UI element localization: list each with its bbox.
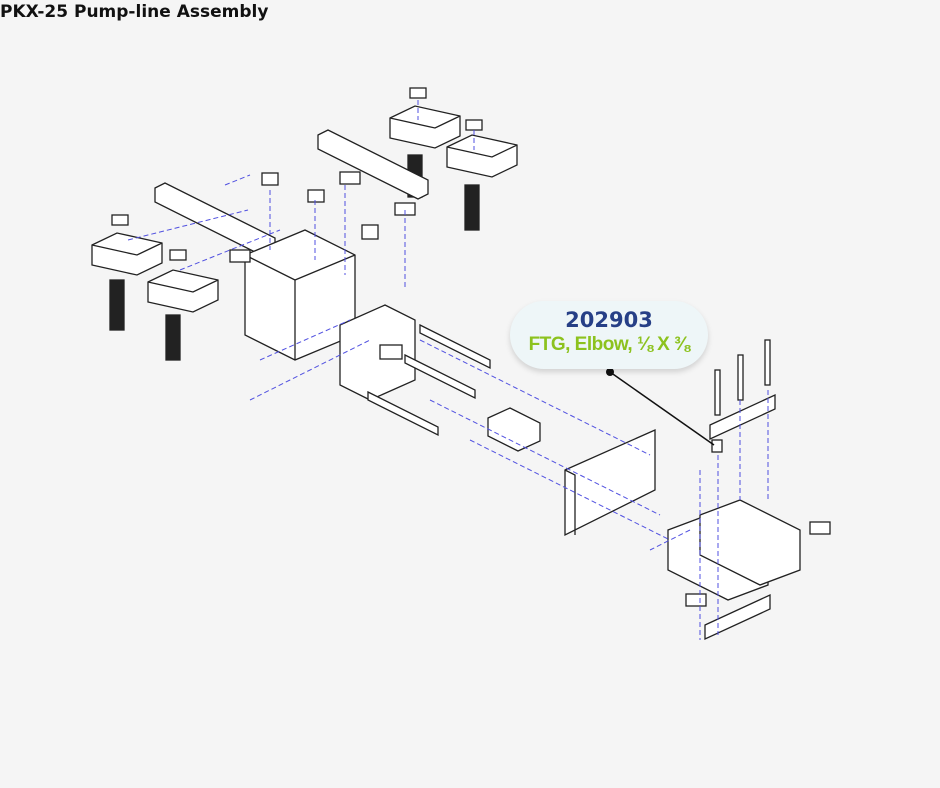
mounting-plate <box>564 428 656 537</box>
coupler-block <box>487 407 541 452</box>
tie-rods <box>367 323 491 437</box>
callout-dot <box>606 368 614 376</box>
part-number: 202903 <box>565 308 653 332</box>
air-cylinder <box>244 229 356 361</box>
part-callout: 202903 FTG, Elbow, ⅛ X ⅜ <box>510 301 708 369</box>
parts <box>91 87 831 641</box>
valve-block-top-2 <box>446 134 518 231</box>
cylinder-flange <box>339 304 416 401</box>
pump-heads <box>667 499 801 601</box>
leader-lines <box>127 100 769 640</box>
part-description: FTG, Elbow, ⅛ X ⅜ <box>528 334 690 355</box>
bracket-top <box>317 129 429 200</box>
valve-block-left-2 <box>147 269 219 361</box>
valve-block-left-1 <box>91 232 163 331</box>
page-title: PKX-25 Pump-line Assembly <box>0 2 269 22</box>
top-bracket-right <box>709 393 776 441</box>
bottom-bracket <box>704 593 771 641</box>
bracket-left <box>154 182 276 258</box>
valve-block-top-1 <box>389 105 461 198</box>
callout-leader <box>609 371 715 446</box>
